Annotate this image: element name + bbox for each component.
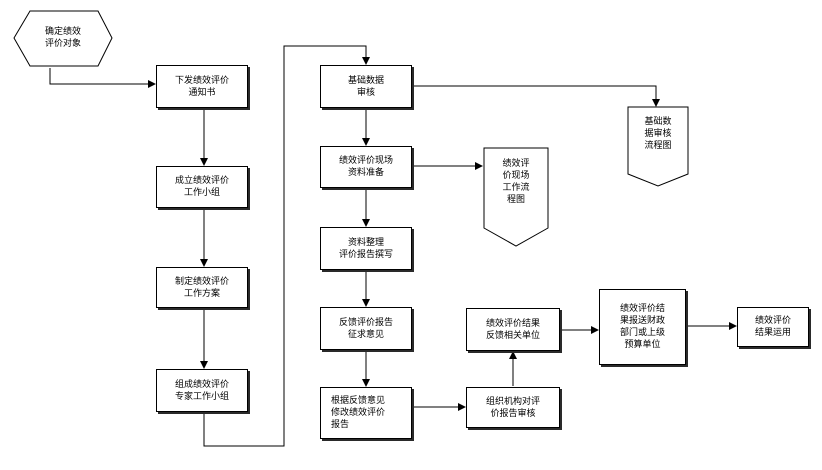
step-feedback-units: 绩效评价结果 反馈相关单位 [466, 308, 560, 351]
start-hexagon [13, 10, 113, 67]
doc-shape-site-work [483, 147, 549, 247]
step-data-review: 基础数据 审核 [320, 65, 412, 108]
step-expert-group: 组成绩效评价 专家工作小组 [156, 369, 248, 412]
step-revise-report: 根据反馈意见 修改绩效评价 报告 [320, 387, 412, 439]
step-org-review: 组织机构对评 价报告审核 [466, 387, 560, 428]
step-issue-notice: 下发绩效评价 通知书 [156, 65, 248, 108]
arrow-review-to-doc [412, 85, 660, 107]
doc-shape-data-review [627, 106, 689, 187]
arrow-start-to-notice [49, 68, 156, 88]
doc-label-site-work: 绩效评 价现场 工作流 程图 [502, 159, 530, 205]
step-report-writing: 资料整理 评价报告撰写 [320, 227, 412, 270]
step-feedback-opinion: 反馈评价报告 征求意见 [320, 307, 412, 350]
arrow-experts-to-data-review [203, 45, 370, 447]
step-result-use: 绩效评价 结果运用 [737, 307, 809, 347]
step-make-plan: 制定绩效评价 工作方案 [156, 267, 248, 308]
doc-label-data-review: 基础数 据审核 流程图 [644, 117, 672, 151]
step-report-finance: 绩效评价结 果报送财政 部门或上级 预算单位 [599, 289, 686, 365]
start-label: 确定绩效 评价对象 [44, 27, 81, 49]
step-form-group: 成立绩效评价 工作小组 [156, 166, 248, 208]
step-site-prep: 绩效评价现场 资料准备 [320, 146, 412, 188]
